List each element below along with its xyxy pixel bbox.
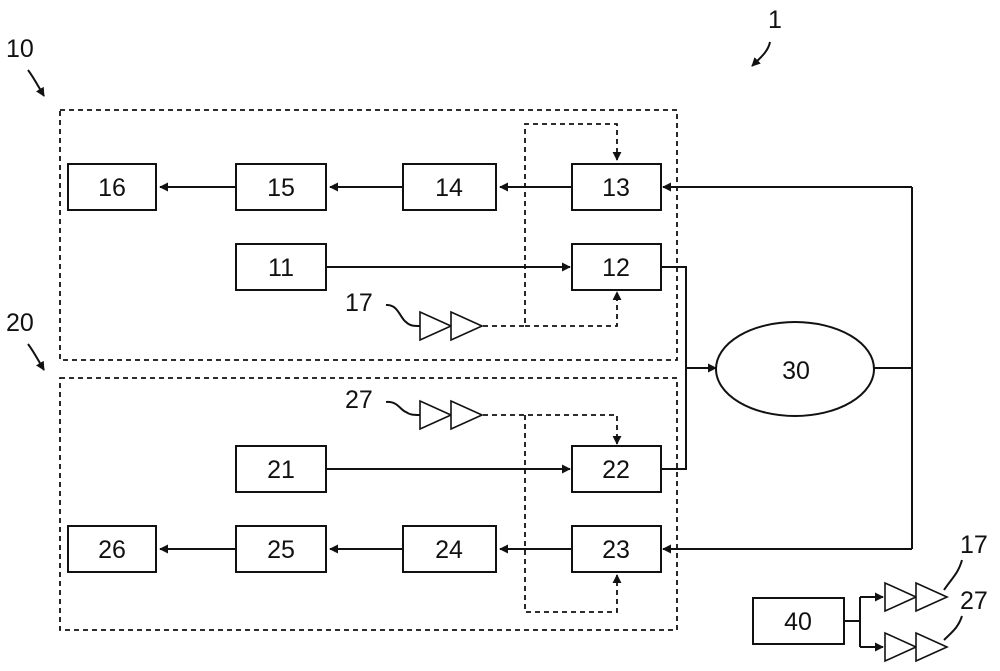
block-13-label: 13 — [602, 174, 630, 202]
ref-27-bottom-leader — [944, 616, 962, 640]
block-14: 14 — [403, 164, 496, 210]
block-21: 21 — [236, 446, 326, 492]
block-26: 26 — [68, 526, 156, 572]
block-40-label: 40 — [784, 608, 812, 636]
amplifier-icon — [420, 401, 451, 429]
block-14-label: 14 — [435, 174, 463, 202]
block-24-label: 24 — [435, 536, 463, 564]
block-26-label: 26 — [98, 536, 126, 564]
ref-17-bottom: 17 — [960, 531, 988, 559]
block-30: 30 — [716, 322, 874, 416]
block-22: 22 — [572, 446, 661, 492]
amplifier-icon — [451, 401, 482, 429]
ref-17-top-leader — [386, 305, 420, 326]
ref-1: 1 — [768, 6, 782, 34]
ref-27-mid: 27 — [345, 386, 373, 414]
amplifier-icon — [885, 583, 916, 611]
ref-27-bottom: 27 — [960, 587, 988, 615]
amplifier-icon — [420, 312, 451, 340]
dashed-17-to-13 — [483, 124, 617, 326]
block-11-label: 11 — [268, 254, 294, 282]
ref-10-pointer — [28, 70, 44, 96]
ref-20-pointer — [28, 344, 44, 370]
block-15-label: 15 — [267, 174, 295, 202]
block-30-label: 30 — [782, 357, 810, 385]
block-13: 13 — [572, 164, 661, 210]
block-21-label: 21 — [267, 456, 295, 484]
block-15: 15 — [236, 164, 326, 210]
block-23: 23 — [572, 526, 661, 572]
block-12: 12 — [572, 244, 661, 290]
ref-17-bottom-leader — [944, 560, 962, 590]
block-25-label: 25 — [267, 536, 295, 564]
block-16: 16 — [68, 164, 156, 210]
group-10-frame — [60, 110, 677, 360]
dashed-27-to-23 — [525, 415, 617, 612]
block-24: 24 — [403, 526, 496, 572]
amplifier-icon — [916, 583, 947, 611]
block-11: 11 — [236, 244, 326, 290]
ref-27-mid-leader — [386, 402, 420, 415]
block-12-label: 12 — [602, 254, 630, 282]
line-12-22-bus — [661, 267, 686, 469]
ref-10: 10 — [6, 35, 34, 63]
ref-20: 20 — [6, 309, 34, 337]
block-25: 25 — [236, 526, 326, 572]
antenna-27-mid: 27 — [345, 386, 482, 429]
block-40: 40 — [753, 598, 844, 644]
amplifier-icon — [451, 312, 482, 340]
block-16-label: 16 — [98, 174, 126, 202]
ref-17-top: 17 — [345, 289, 373, 317]
block-23-label: 23 — [602, 536, 630, 564]
amplifier-icon — [916, 633, 947, 661]
ref-1-pointer — [752, 42, 770, 66]
block-22-label: 22 — [602, 456, 630, 484]
antenna-17-top: 17 — [345, 289, 482, 340]
amplifier-icon — [885, 633, 916, 661]
dashed-17-to-12 — [525, 292, 617, 326]
dashed-27-to-22 — [483, 415, 617, 444]
